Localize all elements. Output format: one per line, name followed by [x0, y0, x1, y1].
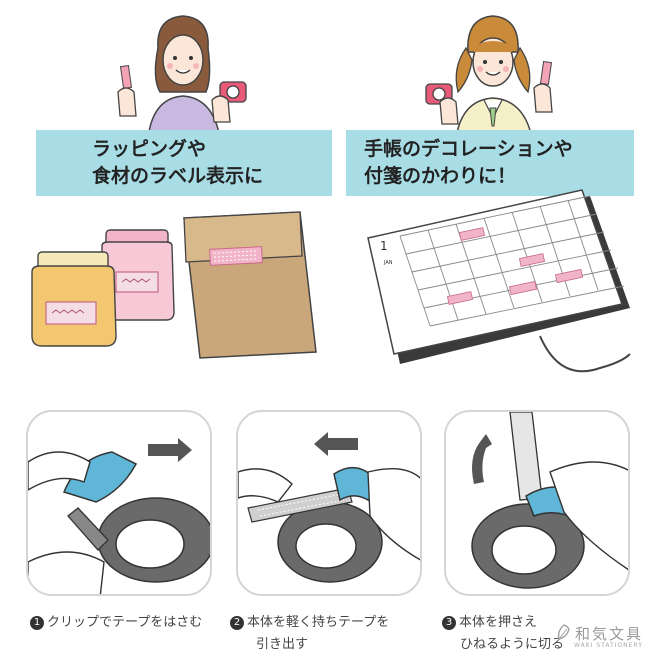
brand-name: 和気文具	[575, 625, 644, 643]
banner-right-line2: 付箋のかわりに！	[364, 165, 517, 187]
pull-tape-illustration	[238, 432, 420, 583]
step-3-text-line2: ひねるように切る	[460, 637, 565, 652]
banner-left-line2: 食材のラベル表示に	[92, 165, 264, 187]
step-panel-2	[236, 410, 422, 596]
step-number-3: 3	[442, 615, 456, 630]
banner-wrapping-labels: ラッピングや 食材のラベル表示に	[36, 130, 332, 196]
step-1-text: クリップでテープをはさむ	[47, 615, 203, 630]
woman-with-camera-illustration	[117, 15, 247, 138]
clip-tape-illustration	[28, 438, 210, 594]
banner-planner-decoration: 手帳のデコレーションや 付箋のかわりに！	[346, 130, 634, 196]
brand-leaf-icon	[557, 624, 570, 640]
step-number-2: 2	[230, 615, 244, 630]
planner-page-number: 1	[380, 239, 388, 253]
planner-month: JAN	[383, 260, 393, 266]
girl-with-camera-illustration	[425, 15, 553, 138]
twist-cut-illustration	[471, 412, 628, 589]
step-3-text-line1: 本体を押さえ	[459, 615, 538, 630]
step-panel-3	[444, 410, 630, 596]
step-2-text-line2: 引き出す	[256, 637, 309, 652]
jars-and-bag-illustration	[31, 211, 317, 359]
step-number-1: 1	[30, 615, 44, 630]
banner-right-line1: 手帳のデコレーションや	[364, 138, 573, 160]
step-panel-1	[26, 410, 212, 596]
step-2-text-line1: 本体を軽く持ちテープを	[247, 615, 390, 630]
banner-left-line1: ラッピングや	[92, 138, 207, 160]
planner-notebook-illustration: 1 JAN	[367, 189, 631, 373]
brand-subtitle: WAKI STATIONERY	[574, 642, 643, 649]
